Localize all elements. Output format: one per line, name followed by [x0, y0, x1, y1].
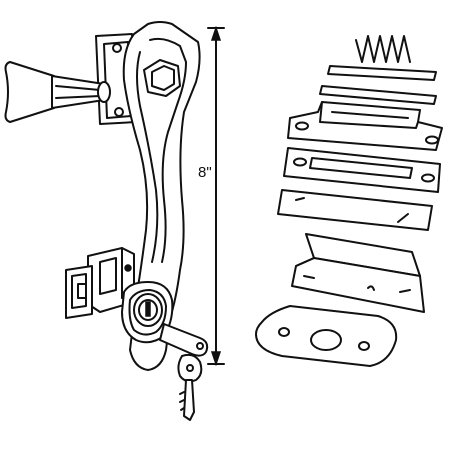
mounting-gaskets — [277, 147, 441, 231]
height-dimension-label: 8" — [196, 164, 214, 182]
key-2 — [177, 353, 203, 421]
door-handle-assembly — [4, 21, 209, 421]
dimension-arrow-top — [210, 25, 222, 41]
dimension-arrow-bottom — [210, 351, 222, 367]
latch-mechanism — [65, 247, 135, 319]
gasket-lower — [277, 189, 433, 231]
height-dimension — [207, 25, 225, 367]
key-lock-cylinder — [133, 293, 163, 327]
strike-bracket — [291, 233, 425, 313]
strike-plate — [287, 101, 443, 151]
backing-plate — [255, 305, 398, 367]
shim-bar-1 — [327, 65, 437, 81]
shim-bar-2 — [319, 85, 437, 105]
key-1 — [159, 323, 209, 357]
shim-bars — [319, 65, 437, 105]
gasket-upper — [283, 147, 441, 193]
push-button-plunger — [4, 61, 111, 123]
keys — [159, 323, 209, 421]
spring — [355, 35, 411, 63]
